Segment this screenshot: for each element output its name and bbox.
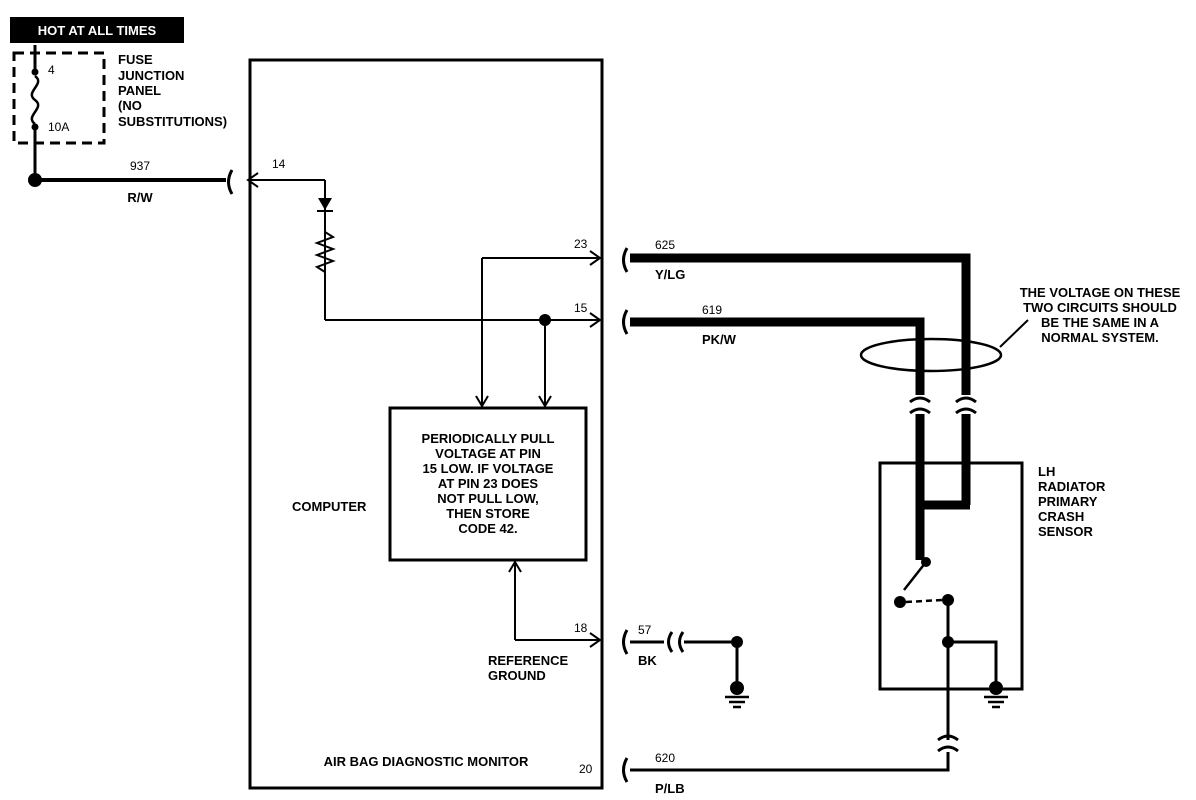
note-leader-line: [999, 319, 1029, 348]
wire-619-color: PK/W: [702, 332, 737, 347]
connector-icon: [937, 734, 959, 753]
fuse-icon: [30, 45, 40, 180]
connector-icon: [622, 629, 629, 655]
sensor-label: LH RADIATOR PRIMARY CRASH SENSOR: [1038, 464, 1106, 539]
arrow-icon: [246, 172, 259, 188]
logic-line: THEN STORE: [446, 506, 530, 521]
pin-18-label: 18: [574, 621, 588, 635]
computer-label: COMPUTER: [292, 499, 367, 514]
logic-line: 15 LOW. IF VOLTAGE: [423, 461, 554, 476]
wire-625-color: Y/LG: [655, 267, 685, 282]
wire-57-number: 57: [638, 623, 652, 637]
sensor-line: PRIMARY: [1038, 494, 1098, 509]
note-line: THE VOLTAGE ON THESE: [1020, 285, 1181, 300]
fuse-panel-line: (NO: [118, 98, 142, 113]
wire-619: [630, 317, 925, 395]
logic-line: CODE 42.: [458, 521, 517, 536]
arrow-icon: [589, 632, 602, 648]
fuse-panel-line: JUNCTION: [118, 68, 184, 83]
fuse-panel-line: SUBSTITUTIONS): [118, 114, 227, 129]
connector-icon: [227, 169, 234, 195]
wire-625-number: 625: [655, 238, 675, 252]
pin-14-label: 14: [272, 157, 286, 171]
sensor-ground-wire: [948, 640, 998, 683]
crash-sensor-box: [878, 461, 1024, 691]
connector-icon: [622, 247, 629, 273]
connector-icon: [909, 396, 931, 415]
fuse-rating: 10A: [48, 120, 69, 134]
computer-logic-text: PERIODICALLY PULL VOLTAGE AT PIN 15 LOW.…: [422, 431, 555, 536]
wire-620-color: P/LB: [655, 781, 685, 796]
ground-icon: [725, 681, 749, 709]
arrow-icon: [508, 560, 522, 573]
ground-icon: [984, 681, 1008, 709]
fuse-junction-panel-box: [12, 51, 106, 145]
reference-ground-line: GROUND: [488, 668, 546, 683]
connector-icon: [622, 757, 629, 783]
air-bag-diagnostic-monitor-box: [248, 58, 604, 790]
logic-line: PERIODICALLY PULL: [422, 431, 555, 446]
logic-line: VOLTAGE AT PIN: [435, 446, 541, 461]
wire-937-number: 937: [130, 159, 150, 173]
arrow-icon: [538, 395, 552, 408]
module-name: AIR BAG DIAGNOSTIC MONITOR: [324, 754, 529, 769]
arrow-icon: [589, 312, 602, 328]
wire-620: [630, 752, 950, 772]
wire-620-number: 620: [655, 751, 675, 765]
fuse-panel-line: FUSE: [118, 52, 153, 67]
note-line: TWO CIRCUITS SHOULD: [1023, 300, 1177, 315]
fuse-panel-line: PANEL: [118, 83, 161, 98]
note-line: BE THE SAME IN A: [1041, 315, 1160, 330]
sensor-line: CRASH: [1038, 509, 1084, 524]
voltage-note: THE VOLTAGE ON THESE TWO CIRCUITS SHOULD…: [1020, 285, 1181, 345]
sensor-line: SENSOR: [1038, 524, 1094, 539]
computer-logic-box: [388, 406, 588, 562]
note-line: NORMAL SYSTEM.: [1041, 330, 1159, 345]
wire-57-color: BK: [638, 653, 657, 668]
reference-ground-line: REFERENCE: [488, 653, 569, 668]
sensor-switch-icon: [894, 557, 954, 608]
pin-23-label: 23: [574, 237, 588, 251]
circuit-group-ellipse: [859, 337, 1003, 373]
hot-at-all-times-banner: [10, 17, 184, 43]
diode-icon: [317, 198, 333, 212]
connector-icon: [622, 309, 629, 335]
connector-icon: [955, 396, 977, 415]
hot-at-all-times-text: HOT AT ALL TIMES: [38, 23, 157, 38]
fuse-position: 4: [48, 63, 55, 77]
wire-625: [630, 253, 971, 395]
fuse-panel-label: FUSE JUNCTION PANEL (NO SUBSTITUTIONS): [118, 52, 227, 129]
arrow-icon: [475, 395, 489, 408]
wire-619-number: 619: [702, 303, 722, 317]
logic-line: AT PIN 23 DOES: [438, 476, 539, 491]
pin-20-label: 20: [579, 762, 593, 776]
resistor-icon: [314, 226, 336, 278]
connector-icon: [667, 631, 685, 653]
arrow-icon: [589, 250, 602, 266]
pin-15-label: 15: [574, 301, 588, 315]
logic-line: NOT PULL LOW,: [437, 491, 539, 506]
wire-937-color: R/W: [127, 190, 153, 205]
sensor-line: RADIATOR: [1038, 479, 1106, 494]
sensor-line: LH: [1038, 464, 1055, 479]
